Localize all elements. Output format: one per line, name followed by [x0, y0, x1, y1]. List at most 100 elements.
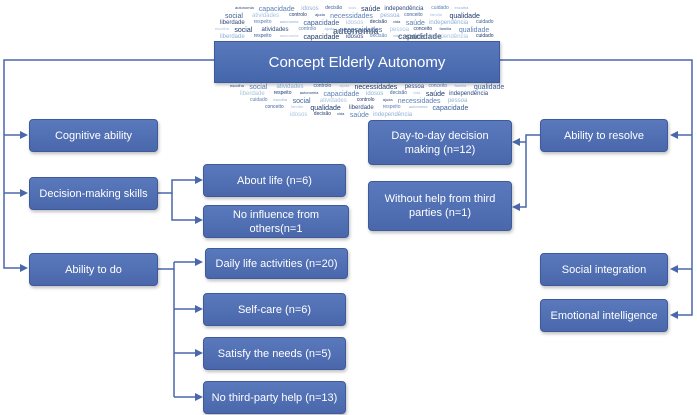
word-cloud-word: autonomia: [235, 5, 254, 10]
word-cloud-word: ajuda: [339, 83, 350, 88]
decision-making-skills-box: Decision-making skills: [29, 177, 158, 210]
word-cloud-word: atividades: [252, 13, 280, 19]
day-to-day-decision-box: Day-to-day decision making (n=12): [368, 120, 512, 165]
word-cloud-word: independência: [373, 112, 413, 118]
word-cloud-word: decisão: [389, 90, 408, 96]
word-cloud-word: liberdade: [220, 20, 245, 26]
word-cloud-word: conceito: [413, 26, 433, 32]
word-cloud-word: qualidade: [458, 27, 490, 34]
connector-about-life: [158, 179, 195, 194]
word-cloud-word: respeito: [253, 33, 272, 39]
word-cloud-word: social: [234, 27, 253, 34]
word-cloud-word: escolha: [273, 97, 288, 102]
word-cloud-word: atividades: [319, 98, 347, 104]
word-cloud-word: idosos: [346, 34, 364, 40]
word-cloud-word: necessidades: [397, 98, 441, 105]
word-cloud-word: idosos: [290, 112, 308, 118]
word-cloud-word: família: [454, 83, 467, 88]
word-cloud-word: independência: [384, 6, 424, 12]
connector-without-help: [520, 134, 540, 208]
word-cloud-word: social: [225, 13, 243, 20]
without-help-box: Without help from third parties (n=1): [368, 181, 512, 231]
word-cloud-word: respeito: [273, 90, 292, 96]
word-cloud-word: controlo: [356, 97, 375, 103]
word-cloud-word: escolha: [454, 5, 469, 10]
word-cloud-word: capacidade: [303, 34, 340, 41]
word-cloud-word: qualidade: [449, 13, 480, 20]
word-cloud-word: escolha: [230, 83, 244, 88]
word-cloud-word: independência: [429, 20, 469, 26]
no-third-party-help-box: No third-party help (n=13): [203, 381, 346, 414]
word-cloud-word: família: [291, 104, 303, 109]
cognitive-ability-box: Cognitive ability: [29, 119, 158, 152]
arrow-without-help: [512, 203, 520, 211]
arrow-satisfy: [195, 349, 203, 357]
word-cloud-word: idosos: [301, 6, 319, 12]
word-cloud-word: saúde: [405, 34, 425, 41]
word-cloud-word: liberdade: [349, 105, 374, 111]
word-cloud-word: liberdade: [240, 91, 265, 97]
word-cloud-word: cuidado: [476, 19, 494, 25]
word-cloud-word: autonomia: [333, 26, 379, 36]
daily-life-activities-box: Daily life activities (n=20): [205, 248, 348, 279]
word-cloud-word: vida: [413, 90, 421, 95]
word-cloud-word: respeito: [382, 104, 401, 110]
arrow-selfcare: [195, 305, 203, 313]
arrow-no-influence: [195, 216, 203, 224]
concept-title-box: Concept Elderly Autonomy: [214, 41, 500, 83]
word-cloud-word: idosos: [346, 20, 364, 26]
word-cloud-word: independência: [449, 91, 489, 97]
emotional-intelligence-box: Emotional intelligence: [540, 299, 668, 332]
social-integration-box: Social integration: [540, 253, 668, 286]
connector-title-to-left: [3, 59, 214, 269]
word-cloud-word: ajuda: [315, 12, 325, 17]
word-cloud-word: capacidade: [258, 6, 295, 13]
word-cloud-word: qualidade: [473, 84, 505, 91]
arrow-day-to-day: [512, 138, 520, 146]
word-cloud-word: vida: [393, 19, 401, 24]
word-cloud-word: pessoa: [404, 84, 425, 90]
word-cloud-word: pessoa: [389, 27, 410, 33]
word-cloud-word: vida: [393, 33, 401, 38]
word-cloud-word: capacidade: [398, 32, 442, 41]
word-cloud-word: cuidado: [476, 33, 494, 39]
arrow-social: [670, 265, 678, 273]
connector-no-influence: [171, 193, 195, 221]
word-cloud-word: pessoa: [380, 13, 400, 19]
ability-to-do-box: Ability to do: [29, 253, 158, 286]
word-cloud-word: autonomia: [299, 90, 319, 95]
word-cloud-word: ajuda: [382, 97, 393, 102]
arrow-about-life: [195, 176, 203, 184]
word-cloud-word: controlo: [289, 12, 307, 18]
word-cloud-word: família: [439, 26, 452, 31]
word-cloud-word: conceito: [404, 12, 423, 18]
word-cloud-word: controlo: [298, 26, 317, 32]
arrow-emotional: [670, 311, 678, 319]
word-cloud-word: decisão: [369, 19, 388, 25]
word-cloud-word: independência: [429, 34, 469, 40]
word-cloud-word: capacidade: [432, 105, 469, 112]
word-cloud-word: necessidades: [354, 84, 398, 91]
word-cloud-word: necessidades: [339, 27, 383, 34]
word-cloud-word: decisão: [369, 33, 388, 39]
word-cloud-word: vida: [348, 5, 356, 10]
word-cloud-word: pessoa: [447, 98, 468, 104]
word-cloud-word: autonomia: [408, 104, 428, 109]
word-cloud-word: decisão: [313, 111, 332, 117]
word-cloud-word: atividades: [276, 84, 304, 90]
arrow-resolve: [670, 131, 678, 139]
word-cloud-word: controlo: [313, 83, 332, 89]
word-cloud-word: vida: [337, 111, 345, 116]
word-cloud-word: saúde: [361, 6, 381, 13]
self-care-box: Self-care (n=6): [203, 293, 346, 326]
word-cloud-word: liberdade: [220, 34, 245, 40]
word-cloud-word: conceito: [265, 104, 284, 110]
arrow-cognitive: [20, 131, 28, 139]
word-cloud-word: autonomia: [279, 19, 299, 24]
word-cloud-word: autonomia: [279, 33, 299, 38]
connector-title-to-right: [498, 59, 693, 316]
word-cloud-word: decisão: [325, 5, 343, 11]
arrow-daily: [195, 258, 203, 266]
word-cloud-word: família: [430, 12, 442, 17]
word-cloud-word: respeito: [253, 19, 272, 25]
